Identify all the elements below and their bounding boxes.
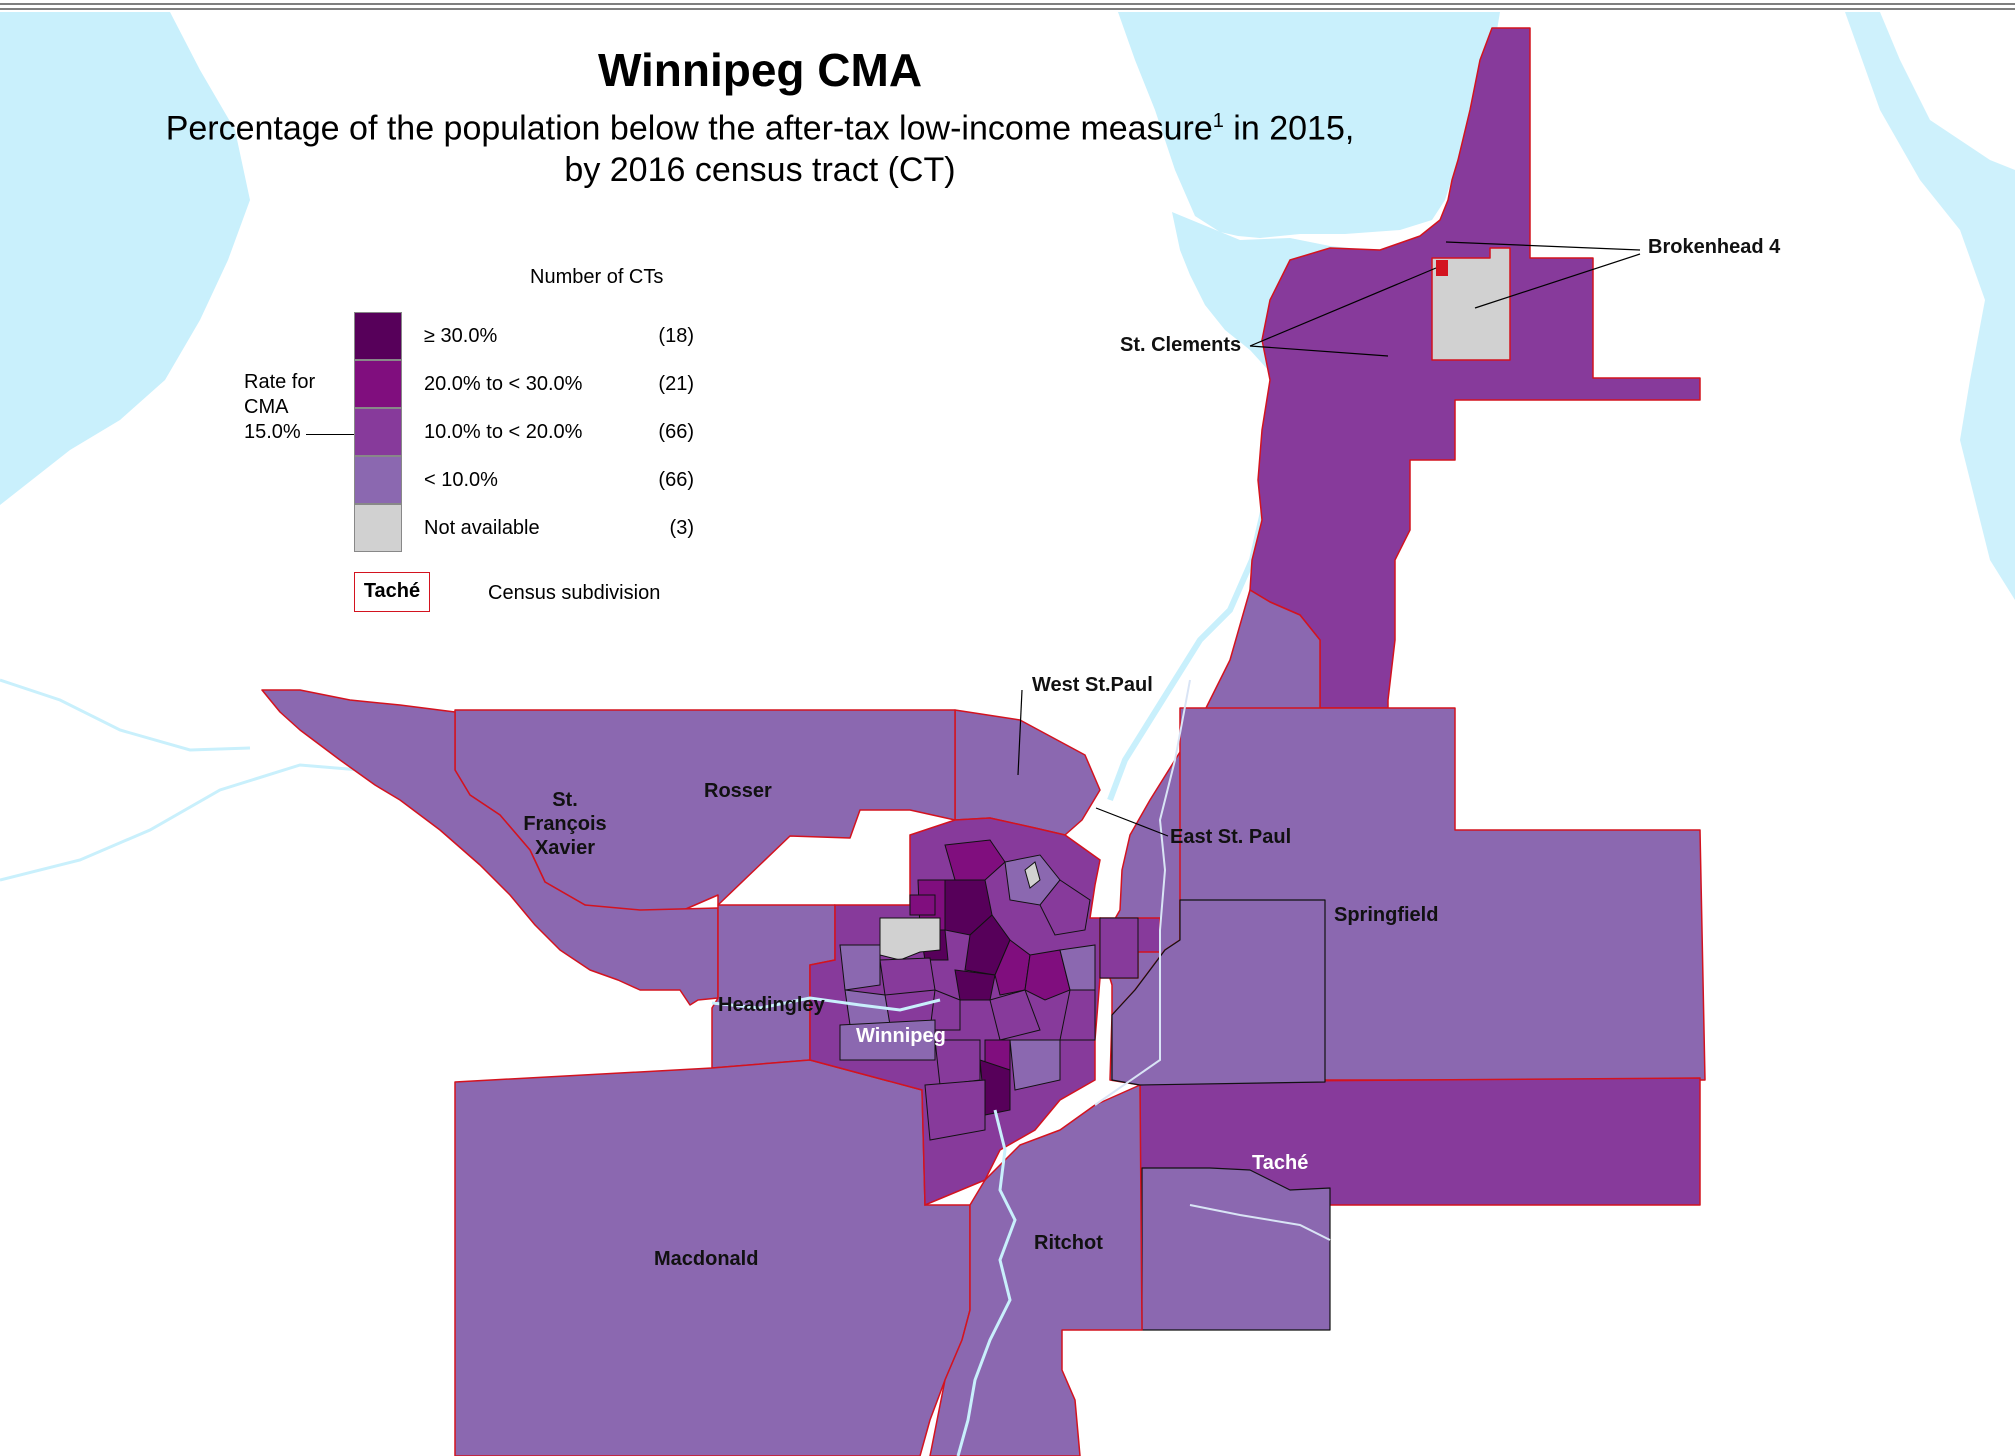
west-st-paul-region (954, 709, 1101, 836)
legend-swatch-mid (354, 408, 402, 456)
red-river-south (956, 1109, 1017, 1456)
legend-label: ≥ 30.0% (424, 325, 498, 347)
label-west-st-paul: West St.Paul (1032, 674, 1153, 696)
west-river (0, 678, 251, 752)
tache-south (1141, 1167, 1331, 1331)
subtitle-line2: by 2016 census tract (CT) (564, 151, 956, 190)
ct-small-west (909, 894, 936, 916)
legend-row-mid: 10.0% to < 20.0% (66) (354, 408, 694, 456)
ct-far-east (1099, 917, 1139, 979)
ct-west-2 (879, 957, 936, 996)
label-east-st-paul: East St. Paul (1170, 826, 1292, 848)
label-headingley: Headingley (718, 994, 825, 1016)
rate-label-line2: CMA (244, 396, 289, 418)
legend-row-high: 20.0% to < 30.0% (21) (354, 360, 694, 408)
label-brokenhead: Brokenhead 4 (1648, 236, 1781, 258)
seine-river (1189, 1204, 1331, 1241)
legend-label: 20.0% to < 30.0% (424, 373, 583, 395)
footnote-marker: 1 (1212, 110, 1224, 132)
leader-east-st-paul (1095, 807, 1169, 837)
ct-gray-north (1024, 861, 1041, 889)
sfx-line1: St. (552, 789, 578, 811)
legend-swatch-na (354, 504, 402, 552)
legend-row-top: ≥ 30.0% (18) (354, 312, 694, 360)
ct-northeast-2 (1039, 879, 1091, 936)
ritchot-region (929, 1084, 1143, 1456)
east-springfield-strip (1111, 899, 1326, 1086)
legend-swatch-low (354, 456, 402, 504)
map-title: Winnipeg CMA (597, 44, 923, 96)
ct-west-1 (839, 944, 881, 991)
st-francois-xavier-region (261, 689, 719, 1006)
leader-st-clements-1 (1249, 267, 1437, 347)
streams (711, 679, 1331, 1456)
leader-west-st-paul (1017, 689, 1023, 776)
label-ritchot: Ritchot (1034, 1232, 1103, 1254)
leader-lines (1017, 241, 1641, 837)
assiniboine-west (0, 763, 361, 882)
rate-indicator-line (306, 434, 356, 435)
subtitle-line1-end: in 2015, (1223, 109, 1355, 148)
ct-southwest (839, 1019, 936, 1061)
legend-count: (66) (658, 469, 694, 491)
floodway (1094, 679, 1191, 1106)
label-st-clements: St. Clements (1120, 334, 1242, 356)
east-river (1845, 12, 2015, 600)
label-rosser: Rosser (704, 780, 772, 802)
legend-label: 10.0% to < 20.0% (424, 421, 583, 443)
census-subdivision-label: Census subdivision (488, 582, 661, 604)
legend-swatch-top (354, 312, 402, 360)
rate-for-cma-label: Rate for CMA 15.0% (244, 370, 315, 445)
brokenhead-gray (1431, 247, 1511, 361)
ct-south-4 (1009, 1039, 1061, 1091)
label-macdonald: Macdonald (654, 1248, 759, 1270)
legend-swatch-high (354, 360, 402, 408)
title-block: Winnipeg CMA Percentage of the populatio… (0, 40, 1520, 191)
legend-row-low: < 10.0% (66) (354, 456, 694, 504)
legend: Number of CTs Rate for CMA 15.0% ≥ 30.0%… (240, 266, 710, 626)
leader-st-clements-2 (1249, 345, 1389, 357)
ct-east-2 (1059, 989, 1096, 1041)
ct-center-east (1024, 949, 1071, 1001)
ct-south-5 (924, 1079, 986, 1141)
label-winnipeg: Winnipeg (856, 1025, 946, 1047)
legend-label: Not available (424, 517, 540, 539)
ct-core-3 (954, 969, 996, 1001)
label-st-francois-xavier: St. François Xavier (520, 788, 610, 860)
legend-header: Number of CTs (530, 266, 664, 288)
lake-winnipeg (1118, 12, 1500, 238)
legend-row-na: Not available (3) (354, 504, 694, 552)
brokenhead-small (1436, 260, 1448, 276)
sfx-line2: François (523, 813, 607, 835)
census-subdivision-sample: Taché (354, 572, 430, 612)
subtitle-line1: Percentage of the population below the a… (165, 109, 1213, 148)
red-river-north (1107, 489, 1271, 802)
winnipeg-city (809, 817, 1139, 1207)
legend-count: (66) (658, 421, 694, 443)
ct-center-south (989, 989, 1041, 1041)
legend-count: (18) (658, 325, 694, 347)
assiniboine-city (711, 996, 941, 1012)
label-springfield: Springfield (1334, 904, 1439, 926)
rate-label-line3: 15.0% (244, 421, 301, 443)
rural-regions (261, 27, 1706, 1456)
legend-count: (21) (658, 373, 694, 395)
leader-brokenhead-1 (1445, 241, 1641, 251)
label-tache: Taché (1252, 1152, 1309, 1174)
rate-label-line1: Rate for (244, 371, 316, 393)
sfx-line3: Xavier (534, 837, 596, 859)
ct-north-top (944, 839, 1006, 881)
legend-count: (3) (669, 517, 694, 539)
legend-label: < 10.0% (424, 469, 498, 491)
lake-manitoba (0, 12, 250, 505)
map-subtitle: Percentage of the population below the a… (0, 100, 1520, 149)
leader-brokenhead-2 (1474, 253, 1641, 309)
